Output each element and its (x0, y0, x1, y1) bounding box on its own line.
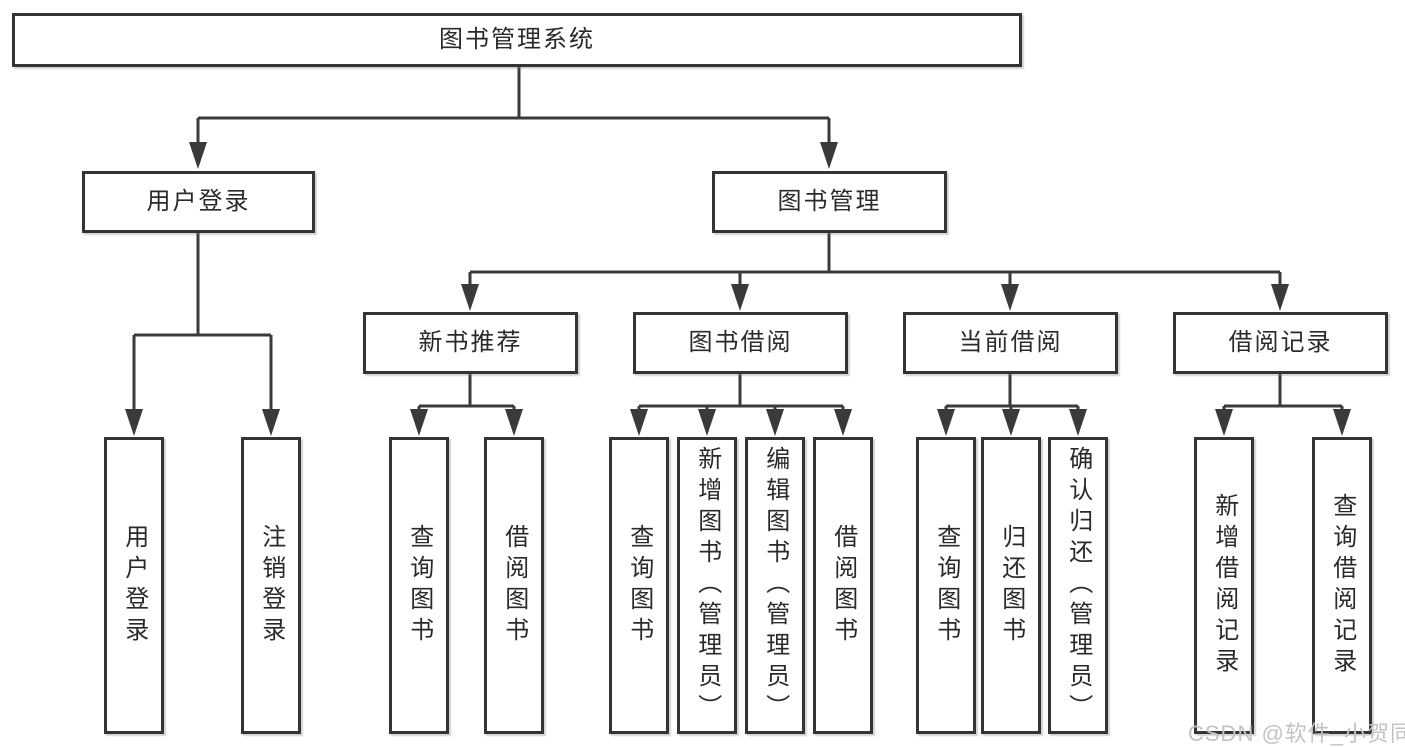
leaf-borrow-book-recommend: 借阅图书 (484, 437, 544, 734)
watermark: CSDN @软件_小贺同学 (1188, 721, 1405, 746)
node-book-borrow: 图书借阅 (633, 312, 848, 374)
node-current-borrow: 当前借阅 (903, 312, 1118, 374)
leaf-query-book-recommend: 查询图书 (389, 437, 449, 734)
leaf-user-login: 用户登录 (104, 437, 164, 734)
leaf-query-book-borrow: 查询图书 (609, 437, 669, 734)
leaf-add-book-admin: 新增图书（管理员） (677, 437, 737, 734)
node-system-root: 图书管理系统 (12, 13, 1022, 67)
node-new-book-recommend: 新书推荐 (363, 312, 578, 374)
leaf-borrow-book: 借阅图书 (813, 437, 873, 734)
leaf-logout: 注销登录 (241, 437, 301, 734)
node-borrow-records: 借阅记录 (1173, 312, 1388, 374)
leaf-query-book-current: 查询图书 (916, 437, 976, 734)
leaf-confirm-return-admin: 确认归还（管理员） (1048, 437, 1108, 734)
node-user-login: 用户登录 (82, 171, 315, 233)
node-book-management: 图书管理 (712, 171, 947, 233)
leaf-query-borrow-record: 查询借阅记录 (1312, 437, 1372, 734)
leaf-edit-book-admin: 编辑图书（管理员） (745, 437, 805, 734)
leaf-return-book: 归还图书 (981, 437, 1041, 734)
leaf-add-borrow-record: 新增借阅记录 (1194, 437, 1254, 734)
